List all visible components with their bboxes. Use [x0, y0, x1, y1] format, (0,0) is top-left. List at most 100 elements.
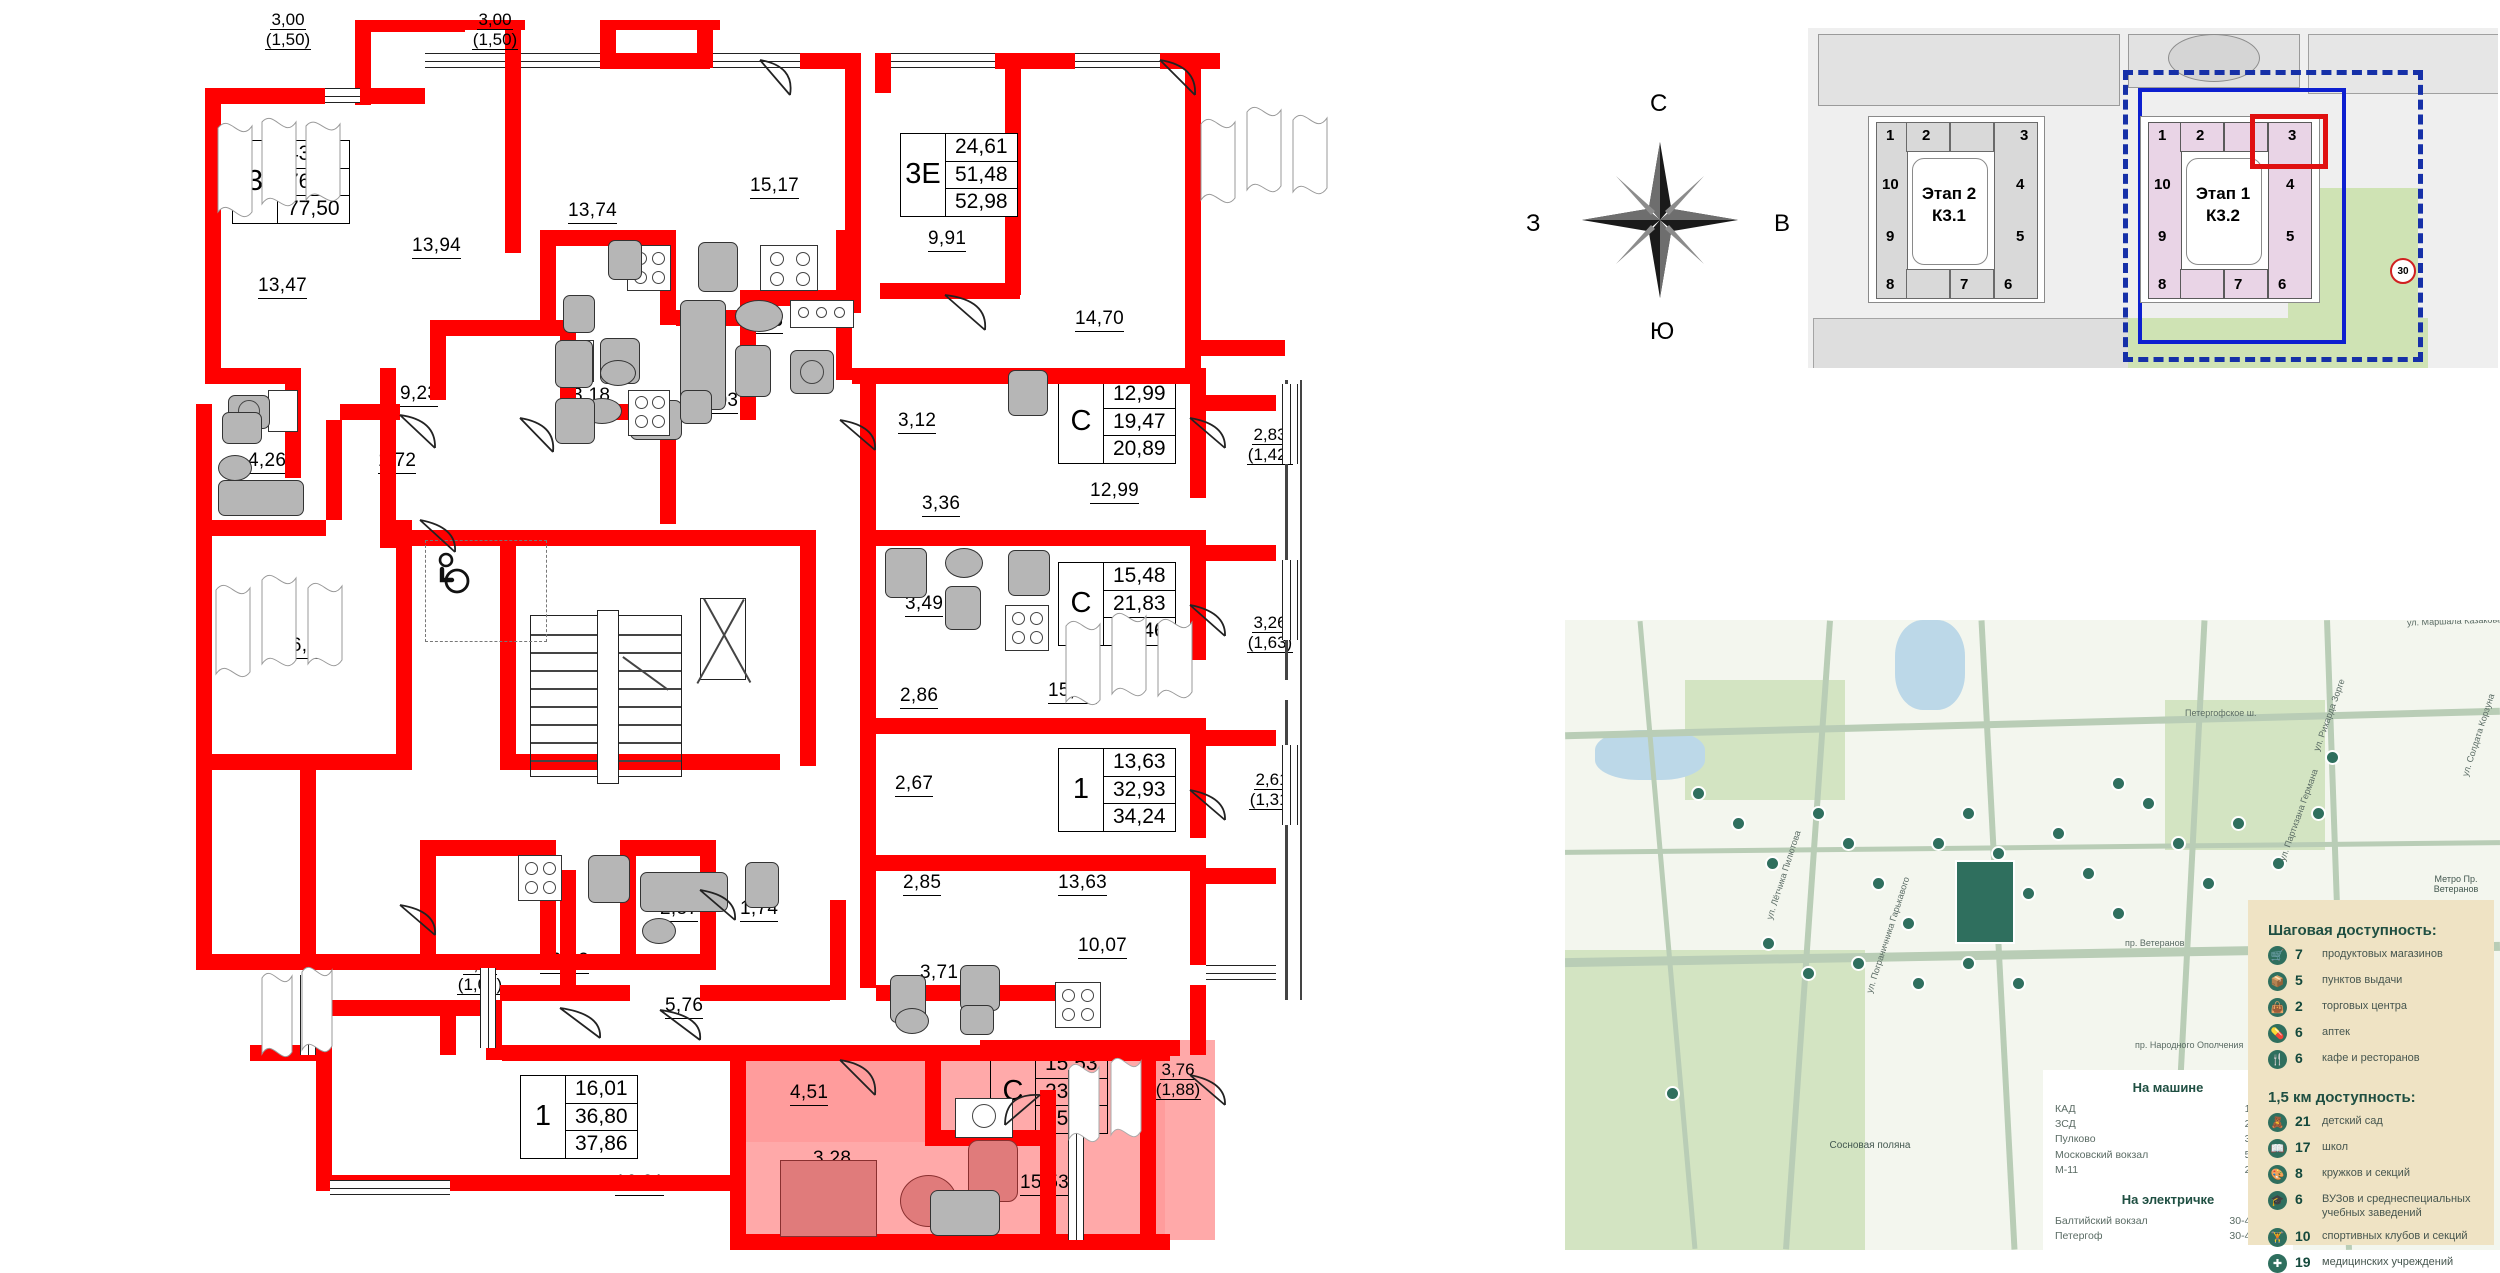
map-pin[interactable]	[2201, 876, 2216, 891]
map-pin[interactable]	[2325, 750, 2340, 765]
balcony-glazing	[1068, 1057, 1142, 1143]
map-pin[interactable]	[2311, 806, 2326, 821]
apartment-stamp-3e[interactable]: 3Е 24,61 51,48 52,98	[900, 133, 1018, 217]
map-pin[interactable]	[2271, 856, 2286, 871]
legend-item: ✚ 19 медицинских учреждений	[2268, 1253, 2474, 1273]
apartment-stamp-1-bottom[interactable]: 1 16,01 36,80 37,86	[520, 1075, 638, 1159]
section-number[interactable]: 2	[2196, 127, 2205, 144]
worktop-icon	[268, 390, 298, 432]
legend-label: детский сад	[2322, 1115, 2383, 1127]
section-number[interactable]: 7	[2234, 276, 2243, 293]
section-number[interactable]: 6	[2278, 276, 2287, 293]
legend-item: 🛒 7 продуктовых магазинов	[2268, 946, 2474, 965]
map-pin[interactable]	[2111, 776, 2126, 791]
stove-icon	[760, 245, 818, 291]
map-pin[interactable]	[1851, 956, 1866, 971]
room-area-label: 4,26	[248, 450, 287, 474]
map-pin[interactable]	[1665, 1086, 1680, 1101]
map-pin[interactable]	[1841, 836, 1856, 851]
legend-label: торговых центра	[2322, 1000, 2407, 1012]
legend-item: 📖 17 школ	[2268, 1139, 2474, 1158]
section-number[interactable]: 1	[2158, 127, 2167, 144]
map-pin[interactable]	[2171, 836, 2186, 851]
accessible-icon	[430, 552, 476, 598]
street-label: пр. Народного Ополчения	[2135, 1040, 2244, 1050]
map-pin[interactable]	[1801, 966, 1816, 981]
map-pin[interactable]	[1901, 916, 1916, 931]
section-number[interactable]: 8	[2158, 276, 2167, 293]
window	[521, 53, 601, 68]
map-pin[interactable]	[2011, 976, 2026, 991]
map-pin[interactable]	[1991, 846, 2006, 861]
apartment-stamp-1-right[interactable]: 1 13,63 32,93 34,24	[1058, 748, 1176, 832]
site-plan[interactable]: 1 2 3 4 5 6 7 8 9 10 Этап 2 К3.1 1 2 3 4…	[1808, 28, 2498, 368]
section-number[interactable]: 10	[2154, 176, 2171, 193]
legend-count: 10	[2295, 1227, 2311, 1244]
section-number: 10	[1882, 176, 1899, 193]
section-number: 5	[2016, 228, 2025, 245]
legend-item: 🏋 10 спортивных клубов и секций	[2268, 1227, 2474, 1247]
section-number[interactable]: 4	[2286, 176, 2295, 193]
balcony-dimension: 3,26 (1,63)	[1246, 613, 1294, 654]
map-pin[interactable]	[1911, 976, 1926, 991]
book-icon: 📖	[2268, 1139, 2287, 1158]
map-pin[interactable]	[1931, 836, 1946, 851]
legend-count: 8	[2295, 1165, 2303, 1181]
legend-count: 2	[2295, 998, 2303, 1014]
legend-item: 📦 5 пунктов выдачи	[2268, 972, 2474, 991]
apartment-living-area: 51,48	[946, 162, 1017, 190]
map-pin[interactable]	[1731, 816, 1746, 831]
compass-south: Ю	[1650, 318, 1675, 345]
toilet-icon	[960, 1005, 994, 1035]
section-number[interactable]: 5	[2286, 228, 2295, 245]
map-pin[interactable]	[2021, 886, 2036, 901]
wall	[355, 20, 371, 105]
wall	[600, 20, 720, 30]
map-pin[interactable]	[2141, 796, 2156, 811]
map-pin[interactable]	[1765, 856, 1780, 871]
balcony-dimension: 3,00 (1,50)	[471, 10, 519, 51]
map-pin[interactable]	[1961, 956, 1976, 971]
map-pin[interactable]	[1961, 806, 1976, 821]
balcony-door	[1282, 745, 1298, 825]
washbasin-icon	[642, 918, 676, 944]
washbasin-icon	[600, 360, 636, 386]
apartment-total-area: 52,98	[955, 190, 1008, 214]
map-pin[interactable]	[1811, 806, 1826, 821]
map-pin[interactable]	[2081, 866, 2096, 881]
apartment-total-area: 20,89	[1113, 437, 1166, 461]
compass-west: З	[1526, 210, 1541, 237]
legend-label: кружков и секций	[2322, 1167, 2410, 1179]
apartment-living-area: 36,80	[566, 1104, 637, 1132]
window	[425, 53, 515, 68]
balcony-glazing	[1065, 612, 1193, 706]
accessible-zone	[425, 540, 547, 642]
street-label: пр. Ветеранов	[2125, 938, 2185, 948]
metro-label: Метро Пр. Ветеранов	[2433, 874, 2479, 894]
apartment-stamp-c-top[interactable]: С 12,99 19,47 20,89	[1058, 380, 1176, 464]
apartment-type: С	[1059, 563, 1104, 645]
project-marker[interactable]	[1955, 860, 2015, 944]
apartment-type: 3Е	[901, 134, 946, 216]
balcony-glazing	[215, 574, 343, 678]
map-pin[interactable]	[1691, 786, 1706, 801]
section-number-selected[interactable]: 3	[2288, 127, 2297, 144]
map-pin[interactable]	[2051, 826, 2066, 841]
balcony-dimension: 2,83 (1,42)	[1246, 425, 1294, 466]
compass-east: В	[1774, 210, 1791, 237]
map-pin[interactable]	[2111, 906, 2126, 921]
room-area-label: 5,76	[665, 995, 704, 1019]
map-pin[interactable]	[1761, 936, 1776, 951]
toilet-icon	[680, 390, 712, 424]
destination: Балтийский вокзал	[2055, 1215, 2148, 1228]
room-area-label: 2,85	[903, 872, 942, 896]
section-number: 9	[1886, 228, 1895, 245]
stove-icon	[518, 855, 562, 901]
section-number[interactable]: 9	[2158, 228, 2167, 245]
map-pin[interactable]	[2231, 816, 2246, 831]
selected-section-highlight[interactable]	[2250, 114, 2328, 169]
apartment-rooms-area: 15,48	[1104, 563, 1175, 591]
map-pin[interactable]	[1871, 876, 1886, 891]
balcony-glazing	[261, 966, 333, 1058]
washbasin-icon	[895, 1008, 929, 1034]
